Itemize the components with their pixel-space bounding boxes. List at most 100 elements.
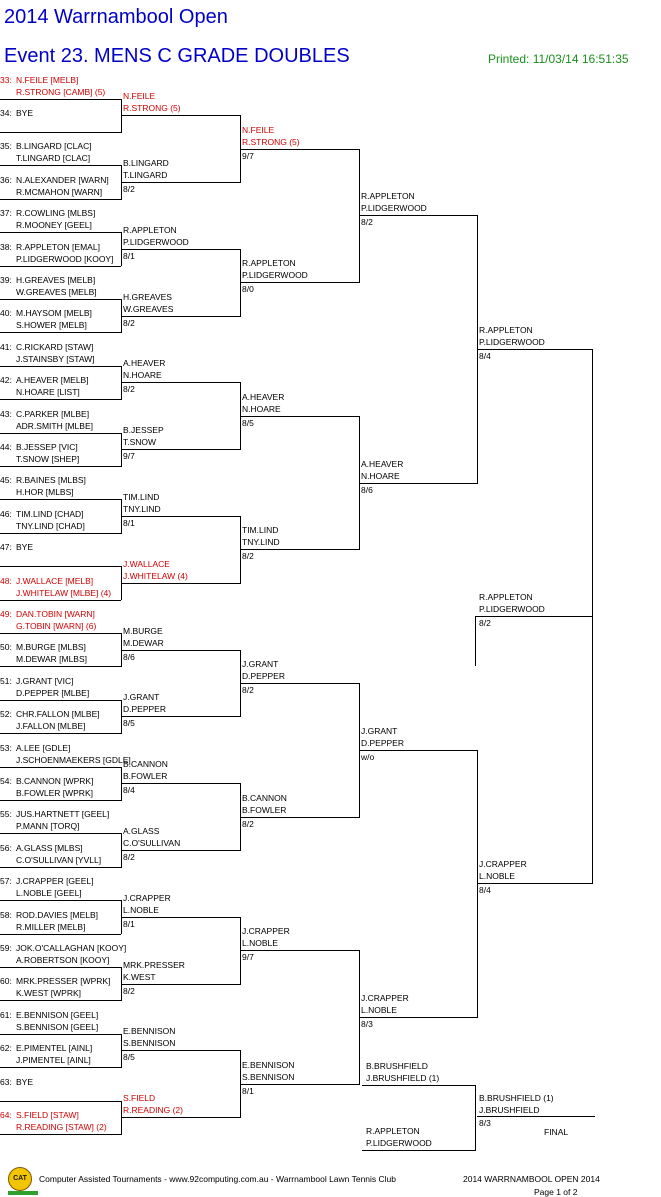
player-name: A.HEAVER [361,458,404,469]
match-score: 8/2 [123,852,135,862]
bracket-connector [475,1085,476,1151]
player-name: N.HOARE [123,370,162,381]
draw-position: 64: [0,1109,12,1120]
event-title: Event 23. MENS C GRADE DOUBLES [4,45,350,67]
draw-position: 60: [0,976,12,987]
entry-line [0,131,121,133]
player-name: L.NOBLE [479,871,515,882]
draw-position: 49: [0,608,12,619]
player-name: N.HOARE [LIST] [16,387,80,398]
winner-line [240,415,359,417]
player-name: R.APPLETON [123,224,177,235]
player-name: BYE [16,1076,34,1087]
player-name: C.PARKER [MLBE] [16,408,90,419]
entry-line [0,766,121,768]
player-name: P.LIDGERWOOD [123,236,189,247]
player-name: R.BAINES [MLBS] [16,475,86,486]
player-name: E.BENNISON [242,1059,295,1070]
draw-position: 61: [0,1009,12,1020]
player-name: DAN.TOBIN [WARN] [16,608,95,619]
winner-line [121,916,240,918]
champion-name: J.BRUSHFIELD [479,1105,540,1115]
player-name: R.STRONG (5) [123,103,181,114]
player-name: R.STRONG (5) [242,136,300,147]
match-score: 8/1 [123,250,135,261]
draw-position: 51: [0,675,12,686]
draw-position: 62: [0,1043,12,1054]
player-name: E.PIMENTEL [AINL] [16,1043,93,1054]
entry-line [0,1000,121,1002]
player-name: R.STRONG [CAMB] (5) [16,86,106,97]
player-name: M.DEWAR [123,637,164,648]
match-score: 9/7 [242,150,254,161]
draw-position: 46: [0,508,12,519]
player-name: A.GLASS [MLBS] [16,842,83,853]
player-name: J.CRAPPER [361,993,409,1003]
player-name: T.SNOW [123,437,157,448]
draw-position: 44: [0,441,12,452]
player-name: H.HOR [MLBS] [16,487,74,498]
match-score: 8/5 [123,718,135,729]
player-name: R.MOONEY [GEEL] [16,220,92,231]
player-name: J.PIMENTEL [AINL] [16,1055,91,1066]
player-name: J.WHITELAW (4) [123,570,188,581]
entry-line [0,298,121,300]
draw-position: 41: [0,341,12,352]
winner-line [477,883,592,885]
match-score: 8/2 [123,985,135,996]
player-name: M.DEWAR [MLBS] [16,654,87,665]
draw-position: 56: [0,842,12,853]
player-name: P.LIDGERWOOD [KOOY] [16,253,114,264]
player-name: TNY.LIND [123,504,161,514]
footer-credit: Computer Assisted Tournaments - www.92co… [39,1174,397,1184]
entry-line [0,799,121,801]
finalist-name: B.BRUSHFIELD [366,1061,428,1071]
draw-position: 35: [0,141,12,152]
player-name: R.COWLING [MLBS] [16,208,96,219]
match-score: 8/6 [361,484,373,495]
entry-line [0,432,121,434]
match-score: 8/5 [242,417,254,428]
winner-line [121,315,240,317]
player-name: N.HOARE [242,403,281,414]
finalist-name: P.LIDGERWOOD [366,1138,432,1148]
player-name: E.BENNISON [GEEL] [16,1009,99,1020]
player-name: T.LINGARD [CLAC] [16,153,91,164]
player-name: BYE [16,107,34,118]
entry-line [0,1033,121,1035]
winner-line [240,816,359,818]
champion-line [477,1116,595,1117]
winner-line [121,983,240,985]
player-name: P.LIDGERWOOD [242,270,308,281]
player-name: M.HAYSOM [MELB] [16,308,92,319]
player-name: J.GRANT [123,692,160,703]
player-name: N.HOARE [361,470,400,481]
draw-position: 45: [0,475,12,486]
player-name: J.CRAPPER [GEEL] [16,876,94,887]
player-name: S.BENNISON [123,1038,176,1049]
entry-line [0,399,121,401]
player-name: B.FOWLER [WPRK] [16,787,93,798]
player-name: B.CANNON [242,792,287,803]
finalist-line [362,1085,476,1086]
match-score: 8/2 [242,818,254,829]
player-name: T.LINGARD [123,170,168,180]
entry-line [0,933,121,935]
player-name: B.LINGARD [CLAC] [16,141,92,152]
player-name: C.O'SULLIVAN [123,838,181,848]
entry-line [0,866,121,868]
winner-line [121,649,240,651]
player-name: J.GRANT [VIC] [16,675,74,686]
winner-line [240,950,359,952]
draw-position: 59: [0,942,12,953]
draw-position: 50: [0,642,12,653]
draw-position: 38: [0,241,12,252]
entry-line [0,566,121,568]
winner-line [121,182,240,183]
draw-position: 57: [0,876,12,887]
player-name: B.LINGARD [123,158,169,168]
player-name: G.TOBIN [WARN] (6) [16,620,97,631]
winner-line [240,1083,359,1085]
bracket-connector [592,349,593,885]
draw-position: 58: [0,909,12,920]
